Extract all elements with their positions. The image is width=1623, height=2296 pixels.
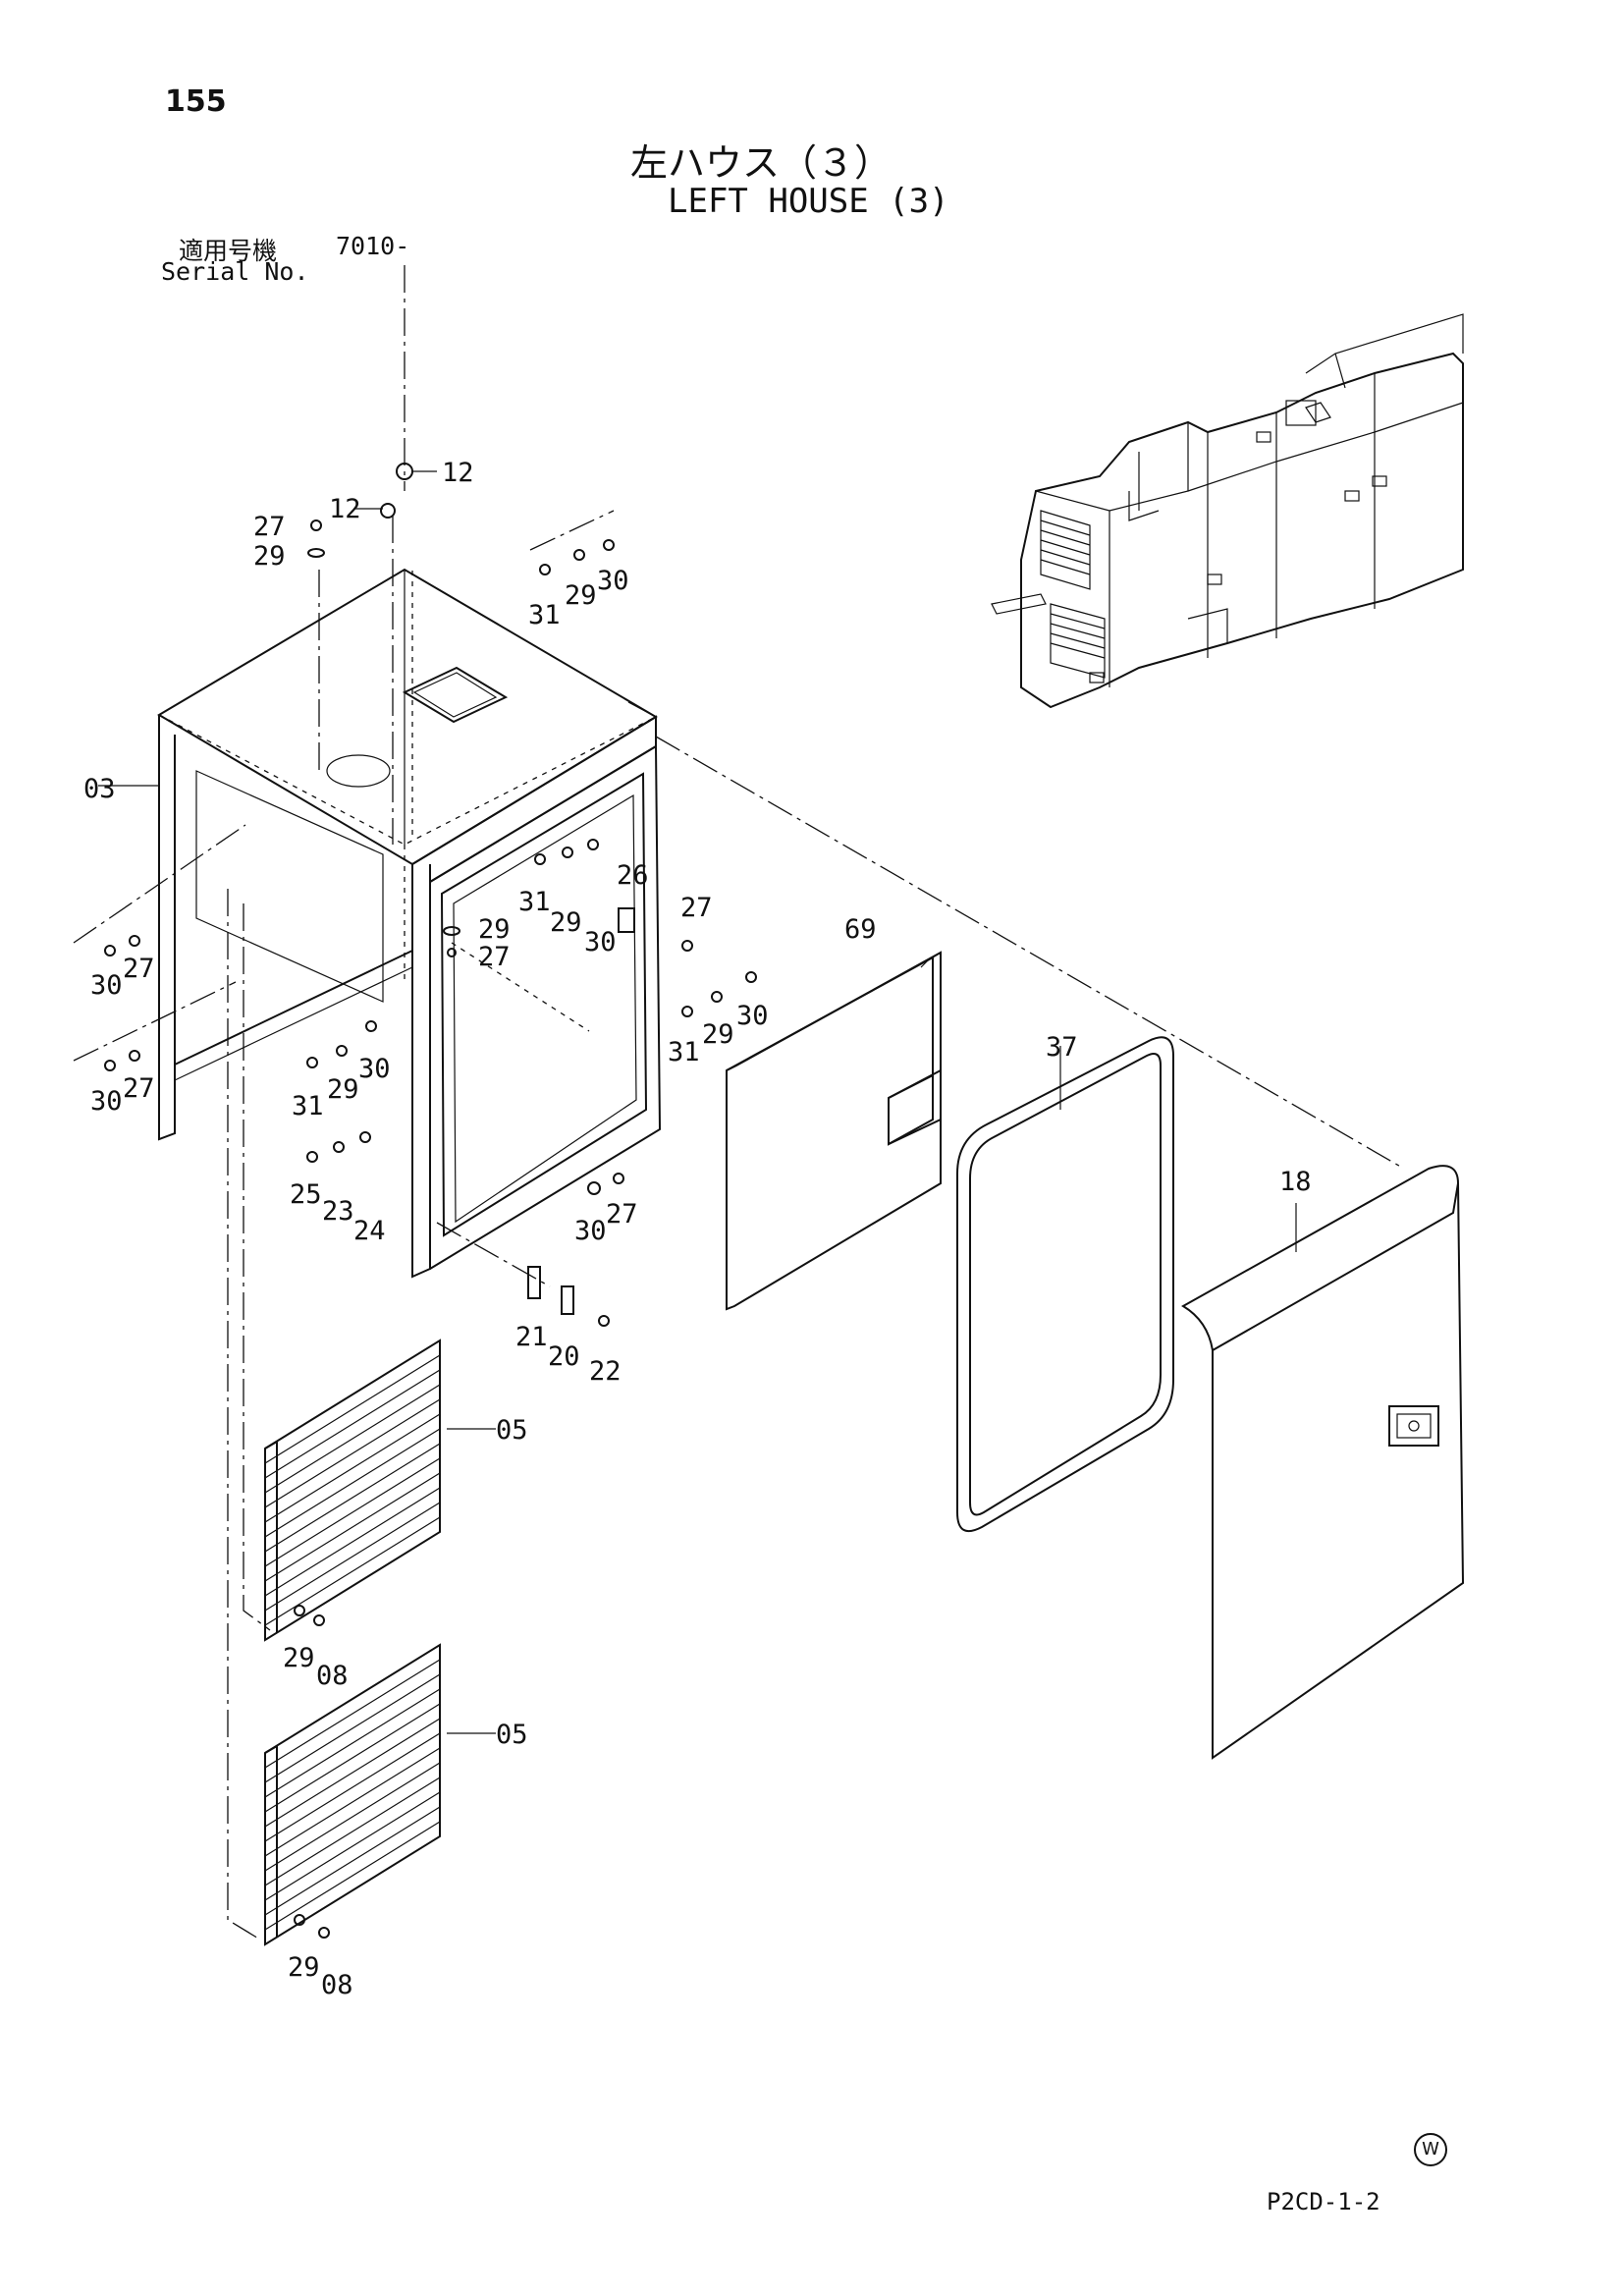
part-label: 27 (253, 512, 286, 542)
part-label: 21 (515, 1322, 548, 1352)
part-label: 18 (1279, 1167, 1312, 1197)
part-label: 31 (668, 1037, 700, 1067)
part-label: 20 (548, 1341, 580, 1372)
title-english: LEFT HOUSE (3) (668, 182, 949, 221)
part-label: 27 (123, 954, 155, 984)
part-label: 26 (617, 860, 649, 891)
serial-value: 7010- (336, 232, 410, 260)
louver-05-upper (264, 1339, 441, 1642)
part-label: 08 (316, 1661, 349, 1691)
part-label: 08 (321, 1970, 353, 2000)
part-label: 30 (736, 1001, 769, 1031)
part-label: 30 (584, 927, 617, 957)
part-labels: 12 12 27 29 31 29 30 03 30 27 29 27 31 2… (83, 458, 1312, 2000)
part-label: 05 (496, 1415, 528, 1446)
part-label: 27 (123, 1073, 155, 1104)
part-label: 29 (550, 907, 582, 938)
part-label: 30 (90, 1086, 123, 1117)
part-label: 23 (322, 1196, 354, 1227)
part-label: 69 (844, 914, 877, 945)
part-label: 29 (478, 914, 511, 945)
seal-37 (956, 1036, 1174, 1532)
part-label: 29 (253, 541, 286, 572)
part-label: 05 (496, 1720, 528, 1750)
part-label: 29 (565, 580, 597, 611)
part-label: 12 (329, 494, 361, 524)
machine-overview (991, 313, 1464, 709)
hardware-bolts (104, 463, 757, 1939)
serial-label-japanese: 適用号機 (179, 237, 278, 265)
part-label: 24 (353, 1216, 386, 1246)
w-mark-icon: W (1414, 2133, 1447, 2166)
page-number: 155 (165, 84, 227, 119)
part-label: 30 (358, 1054, 391, 1084)
part-label: 29 (283, 1643, 315, 1673)
part-label: 27 (606, 1199, 638, 1230)
part-label: 37 (1046, 1032, 1078, 1063)
part-label: 27 (478, 942, 511, 972)
part-label: 31 (518, 887, 551, 917)
part-label: 31 (292, 1091, 324, 1121)
leader-lines (98, 470, 1297, 1734)
title-japanese: 左ハウス（３） (630, 141, 893, 185)
part-label: 29 (327, 1074, 359, 1105)
part-label: 12 (442, 458, 474, 488)
part-label: 29 (702, 1019, 734, 1050)
house-frame (157, 568, 662, 1279)
door-18 (1181, 1165, 1465, 1760)
part-label: 22 (589, 1356, 622, 1387)
part-label: 30 (574, 1216, 607, 1246)
part-label: 31 (528, 600, 561, 630)
serial-label-english: Serial No. (161, 257, 309, 286)
part-label: 29 (288, 1952, 320, 1983)
part-label: 03 (83, 774, 116, 804)
part-label: 30 (597, 566, 629, 596)
part-label: 27 (680, 893, 713, 923)
panel-69 (726, 951, 942, 1311)
diagram-code: P2CD-1-2 (1267, 2188, 1380, 2215)
part-label: 25 (290, 1179, 322, 1210)
part-label: 30 (90, 970, 123, 1001)
louver-05-lower (264, 1643, 441, 1946)
reference-lines (73, 265, 1405, 1941)
